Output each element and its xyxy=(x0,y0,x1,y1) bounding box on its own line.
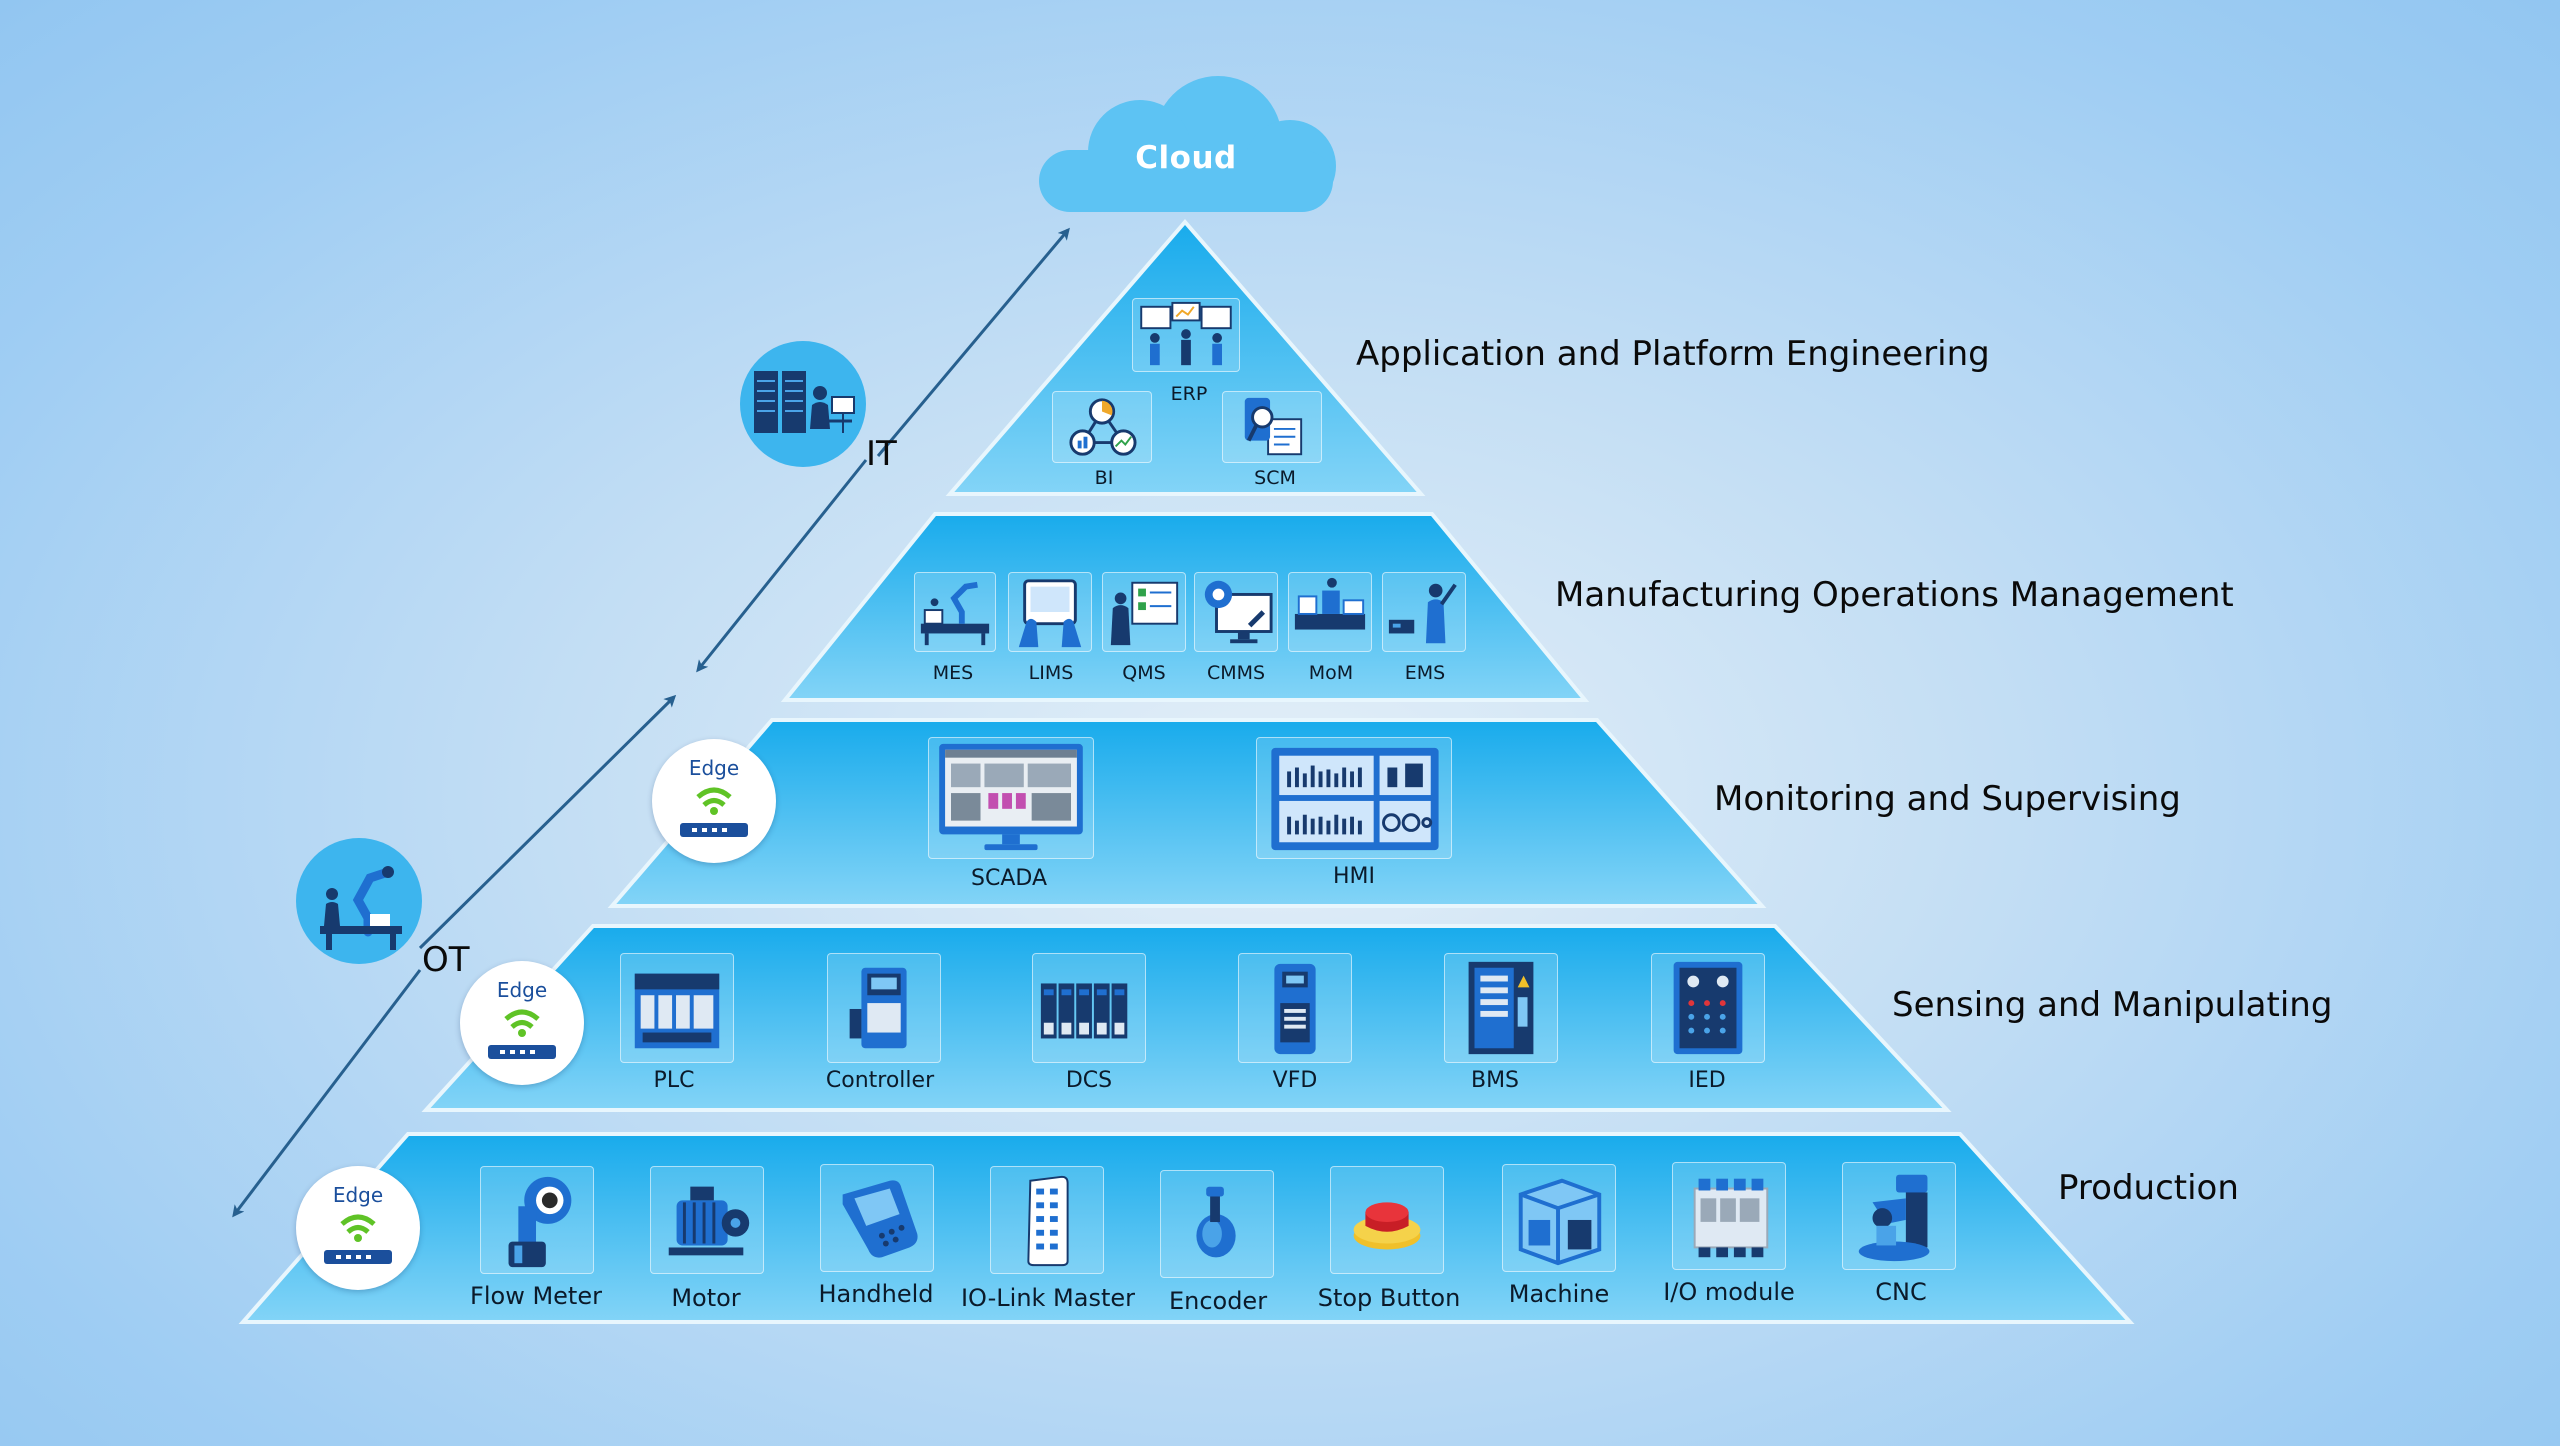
it-label: IT xyxy=(866,434,897,474)
item-label-mom: MoM xyxy=(1308,662,1354,684)
cmms-gear-monitor-icon xyxy=(1194,572,1278,652)
item-label-vfd: VFD xyxy=(1272,1068,1318,1093)
ied-panel-icon xyxy=(1651,953,1765,1063)
item-label-scm: SCM xyxy=(1254,467,1296,489)
item-label-plc: PLC xyxy=(653,1068,695,1093)
item-label-hmi: HMI xyxy=(1332,864,1376,889)
vfd-icon xyxy=(1238,953,1352,1063)
stop-button-icon xyxy=(1330,1166,1444,1274)
lims-tablet-icon xyxy=(1008,572,1092,652)
edge-label: Edge xyxy=(496,978,548,1002)
item-label-bms: BMS xyxy=(1470,1068,1520,1093)
flow-meter-icon xyxy=(480,1166,594,1274)
item-label-machine: Machine xyxy=(1508,1280,1610,1308)
item-label-dcs: DCS xyxy=(1065,1068,1113,1093)
erp-team-icon xyxy=(1132,298,1240,372)
item-label-scada: SCADA xyxy=(971,866,1047,891)
motor-icon xyxy=(650,1166,764,1274)
edge-router-icon xyxy=(324,1214,392,1264)
edge-router-icon xyxy=(488,1009,556,1059)
item-label-ems: EMS xyxy=(1404,662,1446,684)
cloud-shape xyxy=(1039,76,1336,212)
item-label-mes: MES xyxy=(932,662,974,684)
it-datacenter-icon xyxy=(740,341,866,467)
layer-title-application: Application and Platform Engineering xyxy=(1356,334,1990,374)
ot-robot-arm-icon xyxy=(296,838,422,964)
handheld-scanner-icon xyxy=(820,1164,934,1272)
scm-magnifier-icon xyxy=(1222,391,1322,463)
hmi-dashboard-icon xyxy=(1256,737,1452,859)
bi-network-icon xyxy=(1052,391,1152,463)
dcs-icon xyxy=(1032,953,1146,1063)
item-label-bi: BI xyxy=(1094,467,1114,489)
edge-router-icon xyxy=(680,787,748,837)
cloud-label: Cloud xyxy=(1135,140,1237,176)
encoder-icon xyxy=(1160,1170,1274,1278)
ot-down-arrow xyxy=(232,969,422,1218)
io-module-icon xyxy=(1672,1162,1786,1270)
it-down-arrow xyxy=(696,459,868,673)
item-label-qms: QMS xyxy=(1122,662,1166,684)
machine-icon xyxy=(1502,1164,1616,1272)
controller-icon xyxy=(827,953,941,1063)
mes-robot-line-icon xyxy=(914,572,996,652)
layer-title-production: Production xyxy=(2058,1168,2239,1208)
io-link-master-icon xyxy=(990,1166,1104,1274)
item-label-ied: IED xyxy=(1688,1068,1726,1093)
edge-label: Edge xyxy=(688,756,740,780)
it-up-arrow xyxy=(876,227,1070,457)
tier-production xyxy=(238,1132,2135,1324)
mom-factory-icon xyxy=(1288,572,1372,652)
item-label-io-link-master: IO-Link Master xyxy=(960,1284,1136,1312)
edge-badge-production: Edge xyxy=(296,1166,420,1290)
edge-badge-monitoring: Edge xyxy=(652,739,776,863)
item-label-flow-meter: Flow Meter xyxy=(470,1282,602,1310)
item-label-io-module: I/O module xyxy=(1663,1278,1795,1306)
item-label-cnc: CNC xyxy=(1875,1278,1927,1306)
edge-badge-sensing: Edge xyxy=(460,961,584,1085)
item-label-erp: ERP xyxy=(1170,383,1208,405)
bms-cabinet-icon xyxy=(1444,953,1558,1063)
item-label-encoder: Encoder xyxy=(1168,1287,1268,1315)
edge-label: Edge xyxy=(332,1183,384,1207)
item-label-handheld: Handheld xyxy=(818,1280,934,1308)
item-label-cmms: CMMS xyxy=(1206,662,1266,684)
layer-title-sensing: Sensing and Manipulating xyxy=(1892,985,2333,1025)
item-label-controller: Controller xyxy=(825,1068,935,1093)
tier-monitoring xyxy=(607,718,1767,908)
item-label-stop-button: Stop Button xyxy=(1317,1284,1461,1312)
item-label-lims: LIMS xyxy=(1028,662,1074,684)
ot-up-arrow xyxy=(418,694,677,950)
layer-title-operations: Manufacturing Operations Management xyxy=(1555,575,2234,615)
ems-worker-icon xyxy=(1382,572,1466,652)
ot-label: OT xyxy=(422,940,470,980)
item-label-motor: Motor xyxy=(671,1284,741,1312)
layer-title-monitoring: Monitoring and Supervising xyxy=(1714,779,2181,819)
qms-board-icon xyxy=(1102,572,1186,652)
plc-icon xyxy=(620,953,734,1063)
cnc-icon xyxy=(1842,1162,1956,1270)
scada-monitor-icon xyxy=(928,737,1094,859)
